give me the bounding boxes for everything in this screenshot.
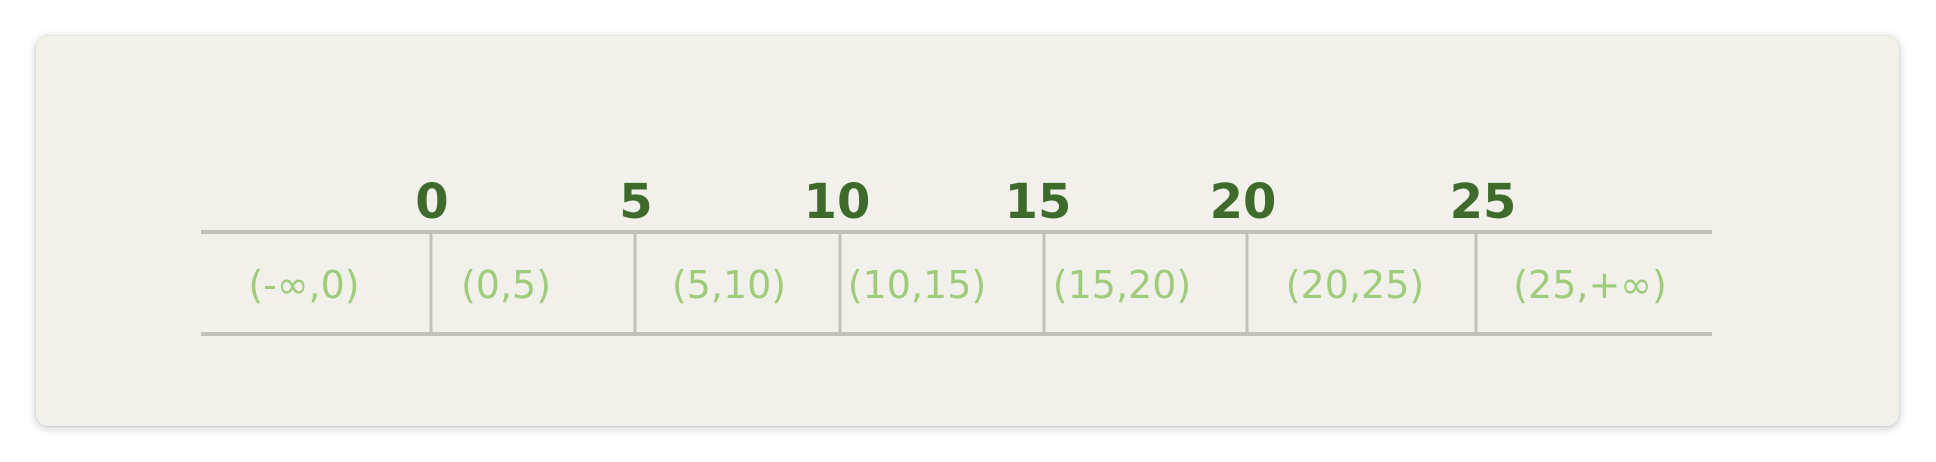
- interval-label-4: (10,15): [848, 263, 986, 307]
- interval-label-5: (15,20): [1053, 263, 1191, 307]
- boundary-label-5: 5: [619, 174, 652, 230]
- interval-label-2: (0,5): [461, 263, 551, 307]
- interval-label-6: (20,25): [1286, 263, 1424, 307]
- boundary-label-20: 20: [1210, 174, 1277, 230]
- interval-label-7: (25,+∞): [1513, 263, 1667, 307]
- boundary-label-15: 15: [1005, 174, 1072, 230]
- interval-diagram: 0 5 10 15 20 25 (-∞,0) (0,5) (5,10) (10,…: [201, 174, 1712, 336]
- boundary-label-10: 10: [804, 174, 871, 230]
- boundary-label-25: 25: [1450, 174, 1517, 230]
- boundary-label-0: 0: [415, 174, 448, 230]
- interval-label-1: (-∞,0): [248, 263, 359, 307]
- diagram-card: 0 5 10 15 20 25 (-∞,0) (0,5) (5,10) (10,…: [36, 36, 1899, 426]
- interval-label-3: (5,10): [672, 263, 786, 307]
